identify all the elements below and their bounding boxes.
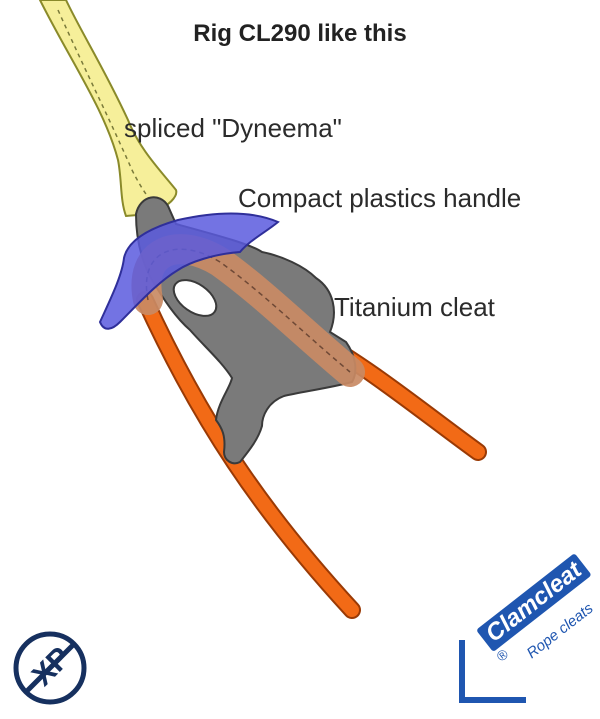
xp-logo — [13, 631, 87, 705]
label-cleat: Titanium cleat — [334, 292, 495, 322]
dyneema-rope — [38, 0, 178, 218]
plastics-handle — [98, 212, 280, 330]
label-dyneema: spliced "Dyneema" — [124, 113, 342, 143]
label-handle: Compact plastics handle — [238, 183, 522, 213]
clamcleat-logo — [459, 640, 526, 703]
diagram-title: Rig CL290 like this — [193, 20, 407, 47]
